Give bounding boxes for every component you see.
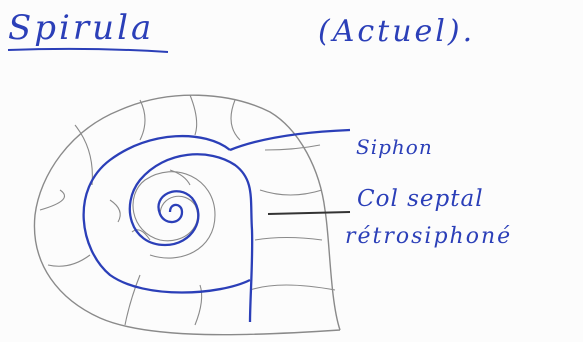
col-septal-leader — [268, 212, 350, 214]
title-underline — [8, 49, 168, 52]
siphon-leader — [230, 130, 350, 150]
shell-outline — [34, 95, 340, 335]
subtitle: (Actuel). — [318, 14, 475, 49]
label-retrosiphone: rétrosiphoné — [345, 224, 512, 249]
label-col-septal: Col septal — [357, 186, 484, 212]
title: Spirula — [8, 8, 154, 48]
label-siphon: Siphon — [356, 135, 433, 159]
